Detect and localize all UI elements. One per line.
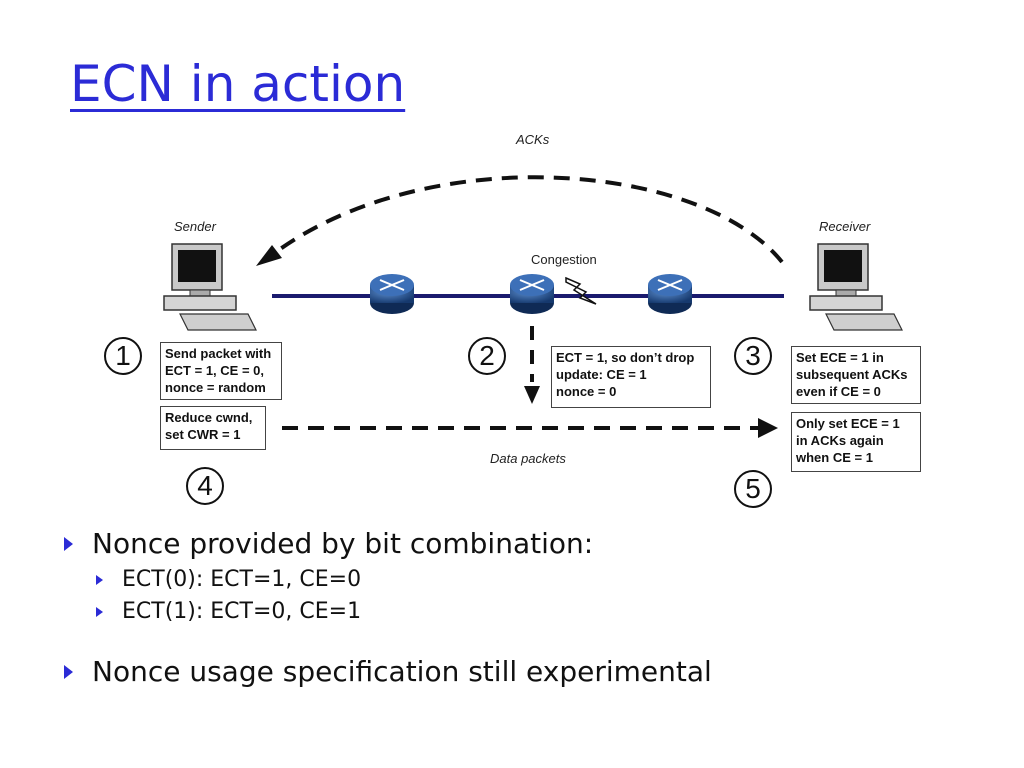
step-1-circle: 1	[104, 337, 142, 375]
sender-computer-icon	[163, 243, 257, 331]
bullet-list: Nonce provided by bit combination: ECT(0…	[62, 524, 994, 692]
step-3-line: even if CE = 0	[796, 384, 881, 399]
step-4-circle: 4	[186, 467, 224, 505]
step-4-line: Reduce cwnd,	[165, 410, 253, 425]
receiver-label: Receiver	[819, 219, 871, 234]
step-2-line: nonce = 0	[556, 384, 617, 399]
step-1-line: nonce = random	[165, 380, 266, 395]
step-2-line: ECT = 1, so don’t drop	[556, 350, 695, 365]
sub-bullet-text: ECT(1): ECT=0, CE=1	[122, 599, 362, 624]
router-3-icon	[648, 274, 692, 314]
step-1-line: Send packet with	[165, 346, 272, 361]
sender-label: Sender	[174, 219, 216, 234]
step-2-line: update: CE = 1	[556, 367, 647, 382]
step-2-box: ECT = 1, so don’t drop update: CE = 1 no…	[551, 346, 711, 408]
step-3-line: subsequent ACKs	[796, 367, 908, 382]
bullet-text: Nonce provided by bit combination:	[92, 527, 594, 560]
bullet-text: Nonce usage specification still experime…	[92, 655, 712, 688]
sub-bullet-item: ECT(1): ECT=0, CE=1	[62, 596, 994, 628]
bullet-arrow-icon	[96, 607, 103, 617]
acks-label: ACKs	[516, 132, 550, 147]
step-1-line: ECT = 1, CE = 0,	[165, 363, 264, 378]
step-3-line: Set ECE = 1 in	[796, 350, 884, 365]
slide-title: ECN in action	[70, 55, 406, 113]
bullet-arrow-icon	[64, 665, 73, 679]
step-1-box: Send packet with ECT = 1, CE = 0, nonce …	[160, 342, 282, 400]
data-packets-arrowhead	[758, 418, 778, 438]
step-5-line: Only set ECE = 1	[796, 416, 900, 431]
step-4-box: Reduce cwnd, set CWR = 1	[160, 406, 266, 450]
step-3-box: Set ECE = 1 in subsequent ACKs even if C…	[791, 346, 921, 404]
sub-bullet-item: ECT(0): ECT=1, CE=0	[62, 564, 994, 596]
congestion-mark-arrowhead	[524, 386, 540, 404]
bullet-arrow-icon	[96, 575, 103, 585]
step-5-circle: 5	[734, 470, 772, 508]
bullet-item: Nonce provided by bit combination:	[62, 524, 994, 564]
router-1-icon	[370, 274, 414, 314]
congestion-label: Congestion	[531, 252, 597, 267]
sub-bullet-text: ECT(0): ECT=1, CE=0	[122, 567, 362, 592]
ack-arrowhead	[256, 245, 282, 266]
bullet-item: Nonce usage specification still experime…	[62, 652, 994, 692]
lightning-icon	[565, 276, 597, 305]
step-5-box: Only set ECE = 1 in ACKs again when CE =…	[791, 412, 921, 472]
step-2-circle: 2	[468, 337, 506, 375]
step-4-line: set CWR = 1	[165, 427, 241, 442]
router-2-icon	[510, 274, 554, 314]
step-3-circle: 3	[734, 337, 772, 375]
ack-arrow-arc	[266, 175, 784, 264]
step-5-line: when CE = 1	[796, 450, 873, 465]
data-packets-label: Data packets	[490, 451, 566, 466]
bullet-arrow-icon	[64, 537, 73, 551]
step-5-line: in ACKs again	[796, 433, 884, 448]
receiver-computer-icon	[809, 243, 903, 331]
